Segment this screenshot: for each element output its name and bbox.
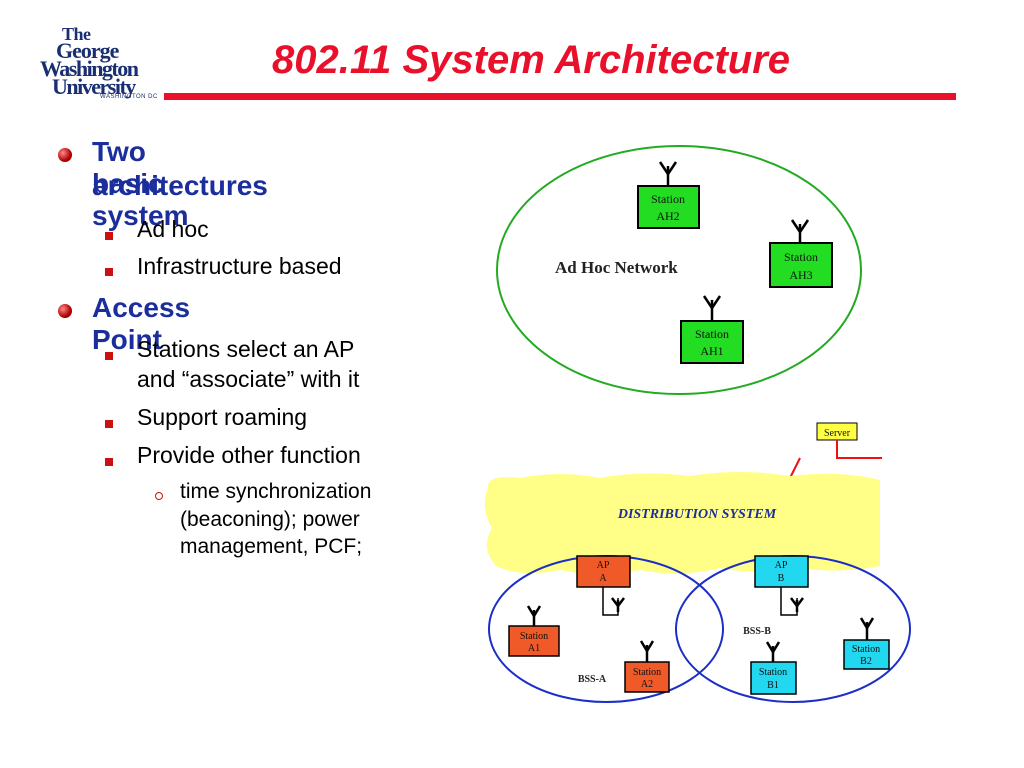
adhoc-network-ellipse [496, 145, 862, 395]
sub-bullet-stations-select-line-1: Stations select an AP [137, 336, 355, 362]
bss-b-label: BSS-B [743, 626, 771, 637]
station-ah2-line-1: Station [651, 192, 685, 206]
station-b1-box [750, 661, 797, 695]
server-label: Server [824, 428, 851, 439]
station-ah2-line-2: AH2 [656, 209, 679, 223]
station-b1-line-2: B1 [767, 680, 779, 691]
bullet-dot-icon [58, 304, 72, 318]
antenna-icon [658, 161, 678, 186]
station-b2-box [843, 639, 890, 670]
antenna-icon [639, 640, 655, 662]
antenna-icon [702, 295, 722, 321]
antenna-icon [765, 641, 781, 662]
bss-a-label: BSS-A [578, 674, 607, 685]
station-a1: Station A1 [508, 605, 560, 657]
station-ah3-line-1: Station [784, 250, 818, 264]
access-point-b: AP B [754, 555, 809, 616]
antenna-icon [790, 597, 804, 612]
bullet-1-line-2: architectures [92, 170, 268, 201]
station-a2-box [624, 661, 670, 693]
station-b2-line-1: Station [852, 644, 880, 655]
logo-line-washington: Washington [40, 56, 139, 81]
station-a1-line-2: A1 [528, 643, 540, 654]
server-link-line [836, 440, 882, 459]
station-ah3: Station AH3 [769, 219, 833, 288]
sub-bullet-square-icon [105, 268, 113, 276]
logo-line-george: George [56, 38, 119, 63]
logo-line-university: University [52, 74, 136, 99]
bullet-1-line-1: Two basic system [92, 136, 189, 231]
ap-b-box [754, 555, 809, 588]
bullet-2-line-1: Access Point [92, 292, 191, 355]
sub-bullet-provide-other: Provide other function [137, 442, 361, 468]
station-a2: Station A2 [624, 640, 670, 693]
station-a2-line-2: A2 [641, 679, 653, 690]
sub-sub-bullet-line-3: management, PCF; [180, 535, 363, 558]
antenna-icon [790, 219, 810, 244]
sub-sub-bullet-line-1: time synchronization [180, 480, 372, 503]
adhoc-network-label: Ad Hoc Network [555, 258, 678, 277]
ap-b-line-1: AP [775, 560, 788, 571]
logo-line-washington-dc: WASHINGTON DC [100, 94, 158, 100]
station-b1-line-1: Station [759, 667, 787, 678]
ap-a-line-2: A [599, 573, 607, 584]
server: Server [787, 422, 882, 483]
station-ah3-box [769, 242, 833, 288]
ap-a-line-1: AP [597, 560, 610, 571]
antenna-icon [526, 605, 542, 626]
station-ah1-box [680, 320, 744, 364]
sub-bullet-support-roaming: Support roaming [137, 404, 308, 430]
station-ah2-box [637, 185, 700, 229]
antenna-icon [859, 617, 875, 640]
sub-bullet-infrastructure: Infrastructure based [137, 253, 342, 279]
ap-b-line-2: B [778, 573, 785, 584]
station-ah1-line-2: AH1 [700, 344, 723, 358]
title-underline [164, 93, 956, 100]
sub-bullet-square-icon [105, 420, 113, 428]
station-ah2: Station AH2 [637, 161, 700, 229]
station-ah1-line-1: Station [695, 327, 729, 341]
sub-bullet-square-icon [105, 232, 113, 240]
station-a2-line-1: Station [633, 667, 661, 678]
bullet-dot-icon [58, 148, 72, 162]
sub-bullet-square-icon [105, 458, 113, 466]
logo-line-the: The [62, 24, 91, 44]
station-a1-line-1: Station [520, 631, 548, 642]
sub-sub-bullet-ring-icon [155, 492, 163, 500]
university-logo: The George Washington University WASHING… [40, 24, 164, 100]
station-b1: Station B1 [750, 641, 797, 695]
slide-title: 802.11 System Architecture [272, 38, 791, 82]
sub-sub-bullet-line-2: (beaconing); power [180, 508, 360, 531]
distribution-system-cloud [484, 472, 880, 574]
sub-bullet-stations-select-line-2: and “associate” with it [137, 366, 360, 392]
station-b2: Station B2 [843, 617, 890, 670]
sub-bullet-square-icon [105, 352, 113, 360]
antenna-icon [611, 597, 625, 612]
sub-bullet-ad-hoc: Ad hoc [137, 216, 209, 242]
station-ah1: Station AH1 [680, 295, 744, 364]
station-b2-line-2: B2 [860, 656, 872, 667]
station-a1-box [508, 625, 560, 657]
station-ah3-line-2: AH3 [789, 268, 812, 282]
access-point-a: AP A [576, 555, 631, 616]
distribution-system-label: DISTRIBUTION SYSTEM [617, 507, 777, 522]
